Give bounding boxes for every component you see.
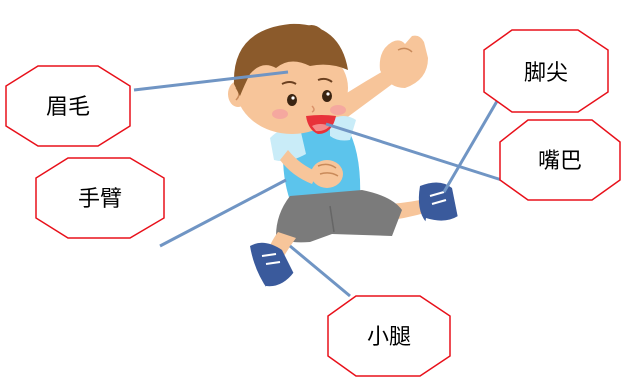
callout-toe: 脚尖	[483, 29, 609, 113]
callout-calf-label: 小腿	[367, 325, 411, 350]
leader-line-mouth	[325, 122, 509, 184]
callout-arm: 手臂	[35, 157, 165, 239]
fist	[311, 160, 343, 188]
callout-calf: 小腿	[327, 295, 451, 377]
shorts	[276, 190, 402, 243]
callout-toe-label: 脚尖	[524, 61, 568, 86]
boy-illustration	[228, 23, 459, 293]
raised-hand	[379, 35, 428, 88]
leader-lines	[133, 70, 509, 298]
eye-right	[322, 90, 332, 102]
leader-line-toe	[442, 95, 502, 193]
eye-left	[287, 94, 297, 106]
leader-line-eyebrow	[133, 70, 289, 92]
hair	[233, 23, 348, 97]
callout-arm-label: 手臂	[78, 187, 122, 212]
leader-line-arm	[159, 178, 287, 248]
shoe-right	[418, 182, 459, 227]
head	[228, 23, 348, 134]
callout-eyebrow: 眉毛	[5, 65, 131, 147]
callout-mouth: 嘴巴	[499, 119, 621, 201]
shoe-left	[250, 242, 298, 293]
leader-line-calf	[289, 244, 351, 298]
callout-eyebrow-label: 眉毛	[46, 95, 90, 120]
callout-mouth-label: 嘴巴	[538, 149, 582, 174]
